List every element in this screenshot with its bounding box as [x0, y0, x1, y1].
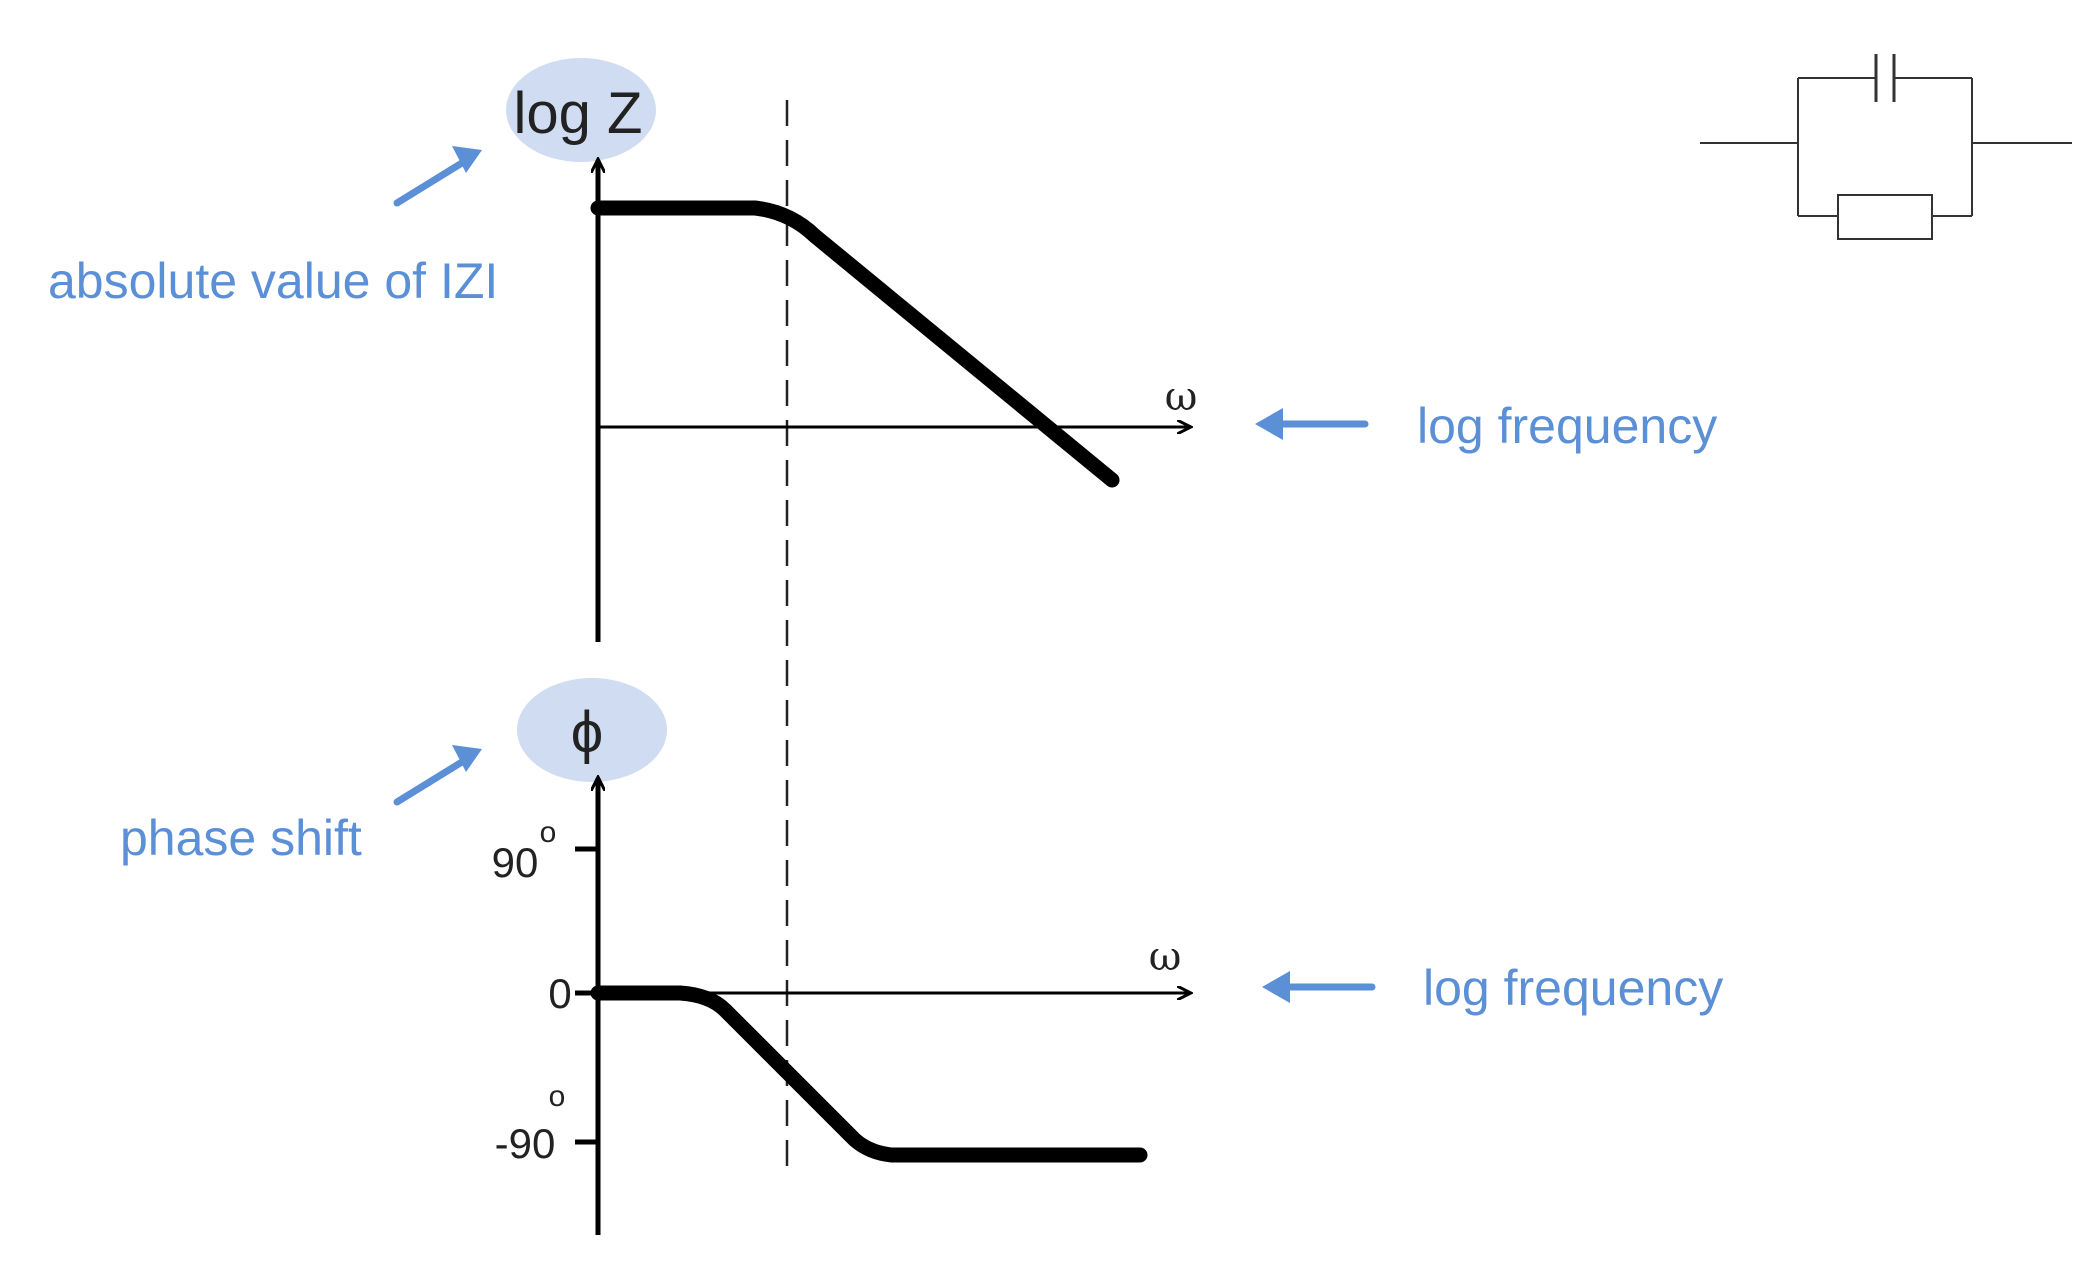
- phase-x-annotation-arrow: [1262, 971, 1376, 1003]
- magnitude-curve: [590, 200, 1120, 488]
- phase-axis-highlight: [517, 678, 667, 782]
- phase-x-annotation: log frequency: [1423, 960, 1723, 1016]
- phase-curve: [590, 985, 1148, 1163]
- magnitude-y-annotation-arrow: [393, 146, 482, 207]
- phase-y-annotation: phase shift: [120, 810, 362, 866]
- phase-x-axis-symbol: ω: [1149, 934, 1182, 980]
- magnitude-y-axis-title: log Z: [514, 81, 643, 146]
- phase-tick-degree-minus-90: o: [549, 1080, 566, 1113]
- parallel-rc-circuit: [1700, 54, 2072, 240]
- magnitude-plot: log Z ω absolute value of IZI log freque…: [48, 58, 1717, 642]
- magnitude-x-annotation: log frequency: [1417, 398, 1717, 454]
- magnitude-x-annotation-arrow: [1255, 408, 1369, 440]
- phase-y-axis-title: ϕ: [571, 700, 603, 765]
- phase-y-annotation-arrow: [393, 745, 482, 806]
- phase-plot: ϕ ω 90 o 0 -90 o phase shift log frequen…: [120, 678, 1723, 1235]
- phase-tick-degree-90: o: [540, 816, 557, 849]
- phase-tick-label-0: 0: [548, 970, 571, 1017]
- capacitor-icon: [1874, 54, 1896, 102]
- magnitude-y-annotation: absolute value of IZI: [48, 253, 498, 309]
- magnitude-axis-highlight: [506, 58, 656, 162]
- phase-tick-label-minus-90: -90: [495, 1120, 556, 1167]
- resistor-icon: [1837, 194, 1933, 240]
- magnitude-x-axis-symbol: ω: [1165, 374, 1198, 420]
- phase-tick-label-90: 90: [492, 839, 539, 886]
